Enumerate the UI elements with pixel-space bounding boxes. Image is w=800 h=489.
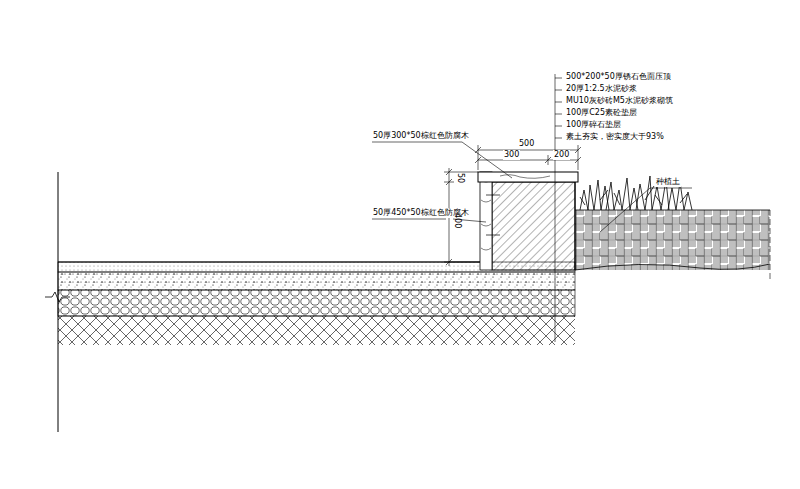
dimension-text: 200 — [553, 150, 570, 160]
material-note: 素土夯实，密实度大于93% — [565, 132, 665, 142]
dimension-text: 50 — [455, 172, 465, 184]
material-note: 种植土 — [655, 177, 681, 187]
dimension-text: 300 — [503, 150, 520, 160]
material-note: 100厚C25素砼垫层 — [565, 108, 638, 118]
material-note: 50厚300*50棕红色防腐木 — [372, 131, 470, 141]
dimension-text: 500 — [518, 139, 535, 149]
material-note: 500*200*50厚锈石色面压顶 — [565, 72, 672, 82]
dimension-text: 400 — [452, 212, 462, 229]
material-note: MU10灰砂砖M5水泥砂浆砌筑 — [565, 96, 674, 106]
material-note: 100厚碎石垫层 — [565, 120, 622, 130]
material-note: 20厚1:2.5水泥砂浆 — [565, 84, 638, 94]
